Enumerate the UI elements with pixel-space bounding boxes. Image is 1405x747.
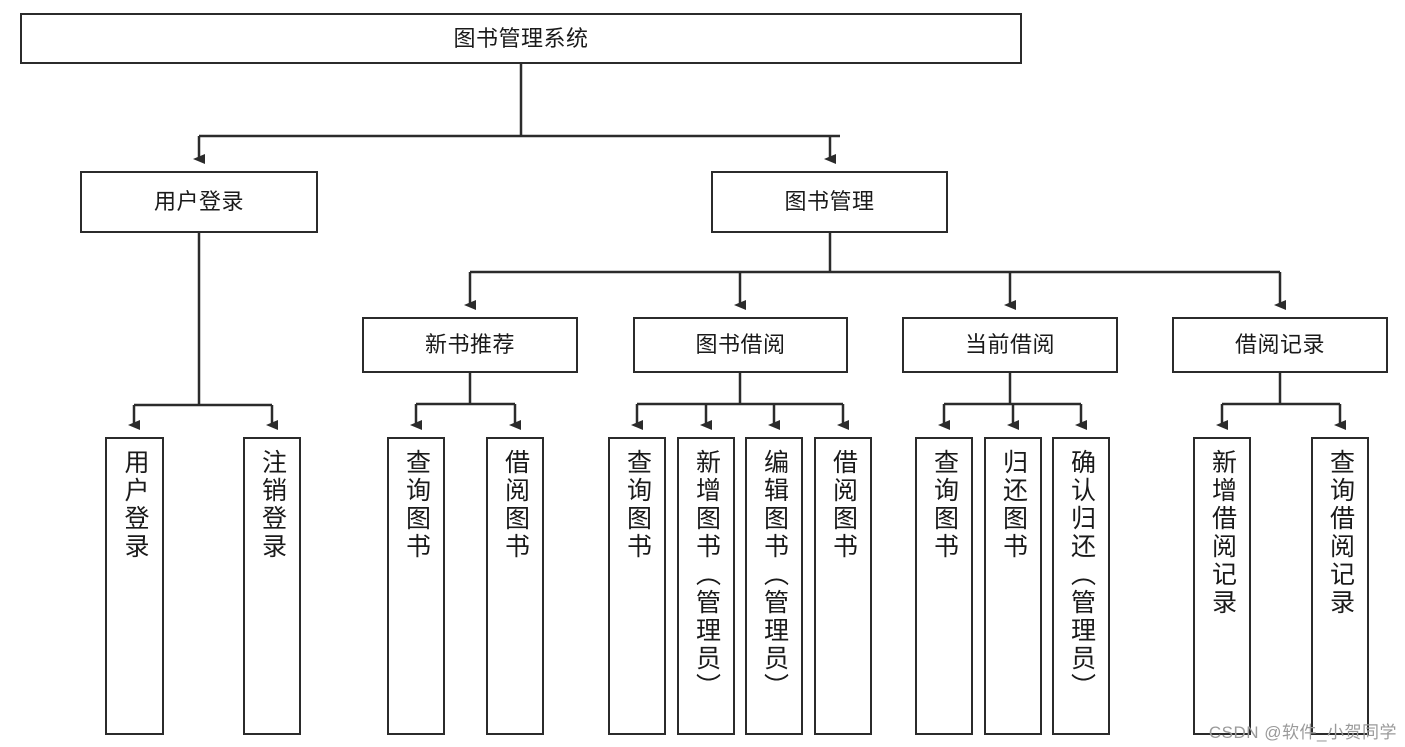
node-label: 注销登录 (258, 449, 287, 561)
node-label: 新增图书（管理员） (692, 449, 721, 701)
node-leaf-8[interactable]: 查询图书 (915, 437, 973, 735)
node-level2-0[interactable]: 用户登录 (80, 171, 318, 233)
node-root[interactable]: 图书管理系统 (20, 13, 1022, 64)
node-leaf-2[interactable]: 查询图书 (387, 437, 445, 735)
node-leaf-6[interactable]: 编辑图书（管理员） (745, 437, 803, 735)
node-label: 编辑图书（管理员） (760, 449, 789, 701)
node-leaf-12[interactable]: 查询借阅记录 (1311, 437, 1369, 735)
node-label: 图书管理 (784, 189, 875, 215)
node-leaf-7[interactable]: 借阅图书 (814, 437, 872, 735)
node-label: 借阅记录 (1234, 332, 1325, 358)
node-label: 图书管理系统 (453, 25, 589, 51)
node-leaf-11[interactable]: 新增借阅记录 (1193, 437, 1251, 735)
csdn-watermark: CSDN @软件_小贺同学 (1208, 723, 1397, 742)
node-leaf-0[interactable]: 用户登录 (105, 437, 164, 735)
node-leaf-4[interactable]: 查询图书 (608, 437, 666, 735)
node-label: 归还图书 (999, 449, 1028, 561)
node-label: 新书推荐 (424, 332, 515, 358)
node-label: 借阅图书 (829, 449, 858, 561)
node-label: 查询图书 (623, 449, 652, 561)
node-leaf-1[interactable]: 注销登录 (243, 437, 301, 735)
node-level3-0[interactable]: 新书推荐 (362, 317, 578, 373)
node-leaf-3[interactable]: 借阅图书 (486, 437, 544, 735)
node-level3-3[interactable]: 借阅记录 (1172, 317, 1388, 373)
node-label: 查询图书 (930, 449, 959, 561)
node-level3-2[interactable]: 当前借阅 (902, 317, 1118, 373)
node-label: 查询借阅记录 (1326, 449, 1355, 617)
node-level2-1[interactable]: 图书管理 (711, 171, 948, 233)
node-label: 用户登录 (153, 189, 244, 215)
node-level3-1[interactable]: 图书借阅 (633, 317, 848, 373)
node-label: 新增借阅记录 (1208, 449, 1237, 617)
node-label: 用户登录 (121, 449, 149, 561)
node-leaf-10[interactable]: 确认归还（管理员） (1052, 437, 1110, 735)
node-leaf-5[interactable]: 新增图书（管理员） (677, 437, 735, 735)
node-label: 图书借阅 (695, 332, 786, 358)
node-label: 查询图书 (402, 449, 431, 561)
node-label: 借阅图书 (501, 449, 530, 561)
node-label: 确认归还（管理员） (1067, 449, 1096, 701)
node-leaf-9[interactable]: 归还图书 (984, 437, 1042, 735)
node-label: 当前借阅 (964, 332, 1055, 358)
